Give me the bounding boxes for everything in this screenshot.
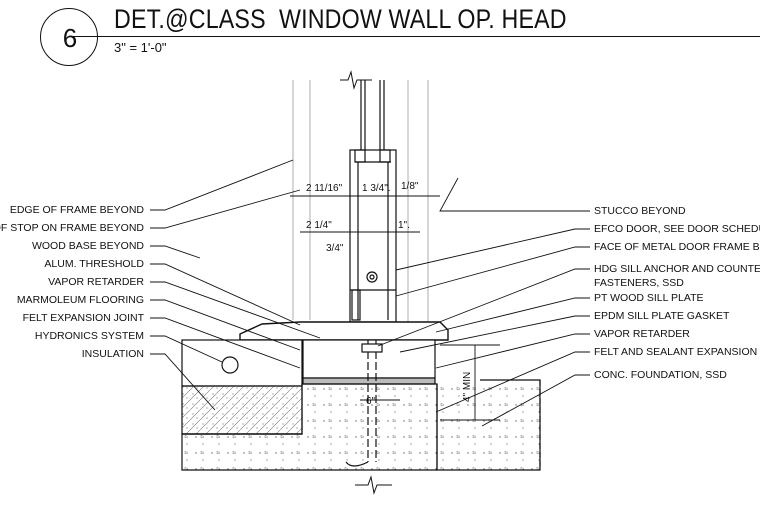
dimension-lines: [290, 195, 500, 421]
top-break-line: [340, 70, 372, 90]
dim-2-11-16: 2 11/16": [306, 183, 343, 194]
concrete-foundation: [181, 379, 541, 471]
title-underline: [70, 36, 760, 37]
callout-alum-threshold: ALUM. THRESHOLD: [44, 258, 144, 270]
dim-2-1-4: 2 1/4": [306, 220, 332, 231]
bottom-break-line: [355, 475, 392, 495]
door-frame-section: [349, 80, 397, 323]
callout-edge-of-stop: EDGE OF STOP ON FRAME BEYOND: [0, 222, 144, 234]
left-leaders: [150, 159, 321, 411]
dim-1: 1".: [398, 220, 410, 231]
callout-face-of-door-frame: FACE OF METAL DOOR FRAME BEYOND: [594, 241, 760, 253]
callout-felt-sealant-joint: FELT AND SEALANT EXPANSION JOINT: [594, 346, 760, 358]
right-leaders: [377, 177, 590, 427]
callout-epdm-gasket: EPDM SILL PLATE GASKET: [594, 310, 730, 322]
callout-fasteners: FASTENERS, SSD: [594, 277, 684, 289]
callout-wood-base: WOOD BASE BEYOND: [32, 240, 144, 252]
wall-beyond-lines: [292, 80, 429, 330]
callout-pt-wood-sill-plate: PT WOOD SILL PLATE: [594, 292, 704, 304]
dim-6: 6": [366, 396, 376, 407]
callout-hydronics-system: HYDRONICS SYSTEM: [35, 330, 144, 342]
floor-slab: [181, 339, 303, 435]
callout-felt-expansion-joint: FELT EXPANSION JOINT: [23, 312, 145, 324]
wood-sill-plates: [302, 339, 436, 385]
detail-title: DET.@CLASS WINDOW WALL OP. HEAD: [114, 4, 567, 34]
detail-number: 6: [62, 23, 78, 53]
callout-efco-door: EFCO DOOR, SEE DOOR SCHEDULE: [594, 223, 760, 235]
dim-4-min: 4" MIN: [462, 372, 473, 402]
dim-1-8: 1/8": [401, 181, 419, 192]
callout-stucco-beyond: STUCCO BEYOND: [594, 205, 686, 217]
callout-edge-of-frame: EDGE OF FRAME BEYOND: [10, 204, 145, 216]
callout-vapor-retarder-right: VAPOR RETARDER: [594, 328, 690, 340]
dim-3-4: 3/4": [326, 243, 344, 254]
right-callout-labels: STUCCO BEYOND EFCO DOOR, SEE DOOR SCHEDU…: [594, 205, 760, 381]
callout-marmoleum-flooring: MARMOLEUM FLOORING: [17, 294, 144, 306]
detail-number-bubble: 6: [40, 8, 98, 66]
dim-1-3-4: 1 3/4".: [362, 183, 391, 194]
callout-insulation: INSULATION: [82, 348, 144, 360]
callout-hdg-sill-anchor: HDG SILL ANCHOR AND COUNTERSUNK: [594, 263, 760, 275]
callout-conc-foundation: CONC. FOUNDATION, SSD: [594, 369, 727, 381]
dimension-labels: 2 11/16" 1 3/4". 1/8" 2 1/4" 1". 3/4" 6"…: [306, 181, 473, 407]
detail-header: 6 DET.@CLASS WINDOW WALL OP. HEAD 3" = 1…: [0, 0, 760, 70]
left-callout-labels: EDGE OF FRAME BEYOND EDGE OF STOP ON FRA…: [0, 204, 145, 360]
anchor-bolt: [345, 340, 383, 467]
callout-vapor-retarder-left: VAPOR RETARDER: [48, 276, 144, 288]
detail-scale: 3" = 1'-0": [114, 40, 167, 55]
